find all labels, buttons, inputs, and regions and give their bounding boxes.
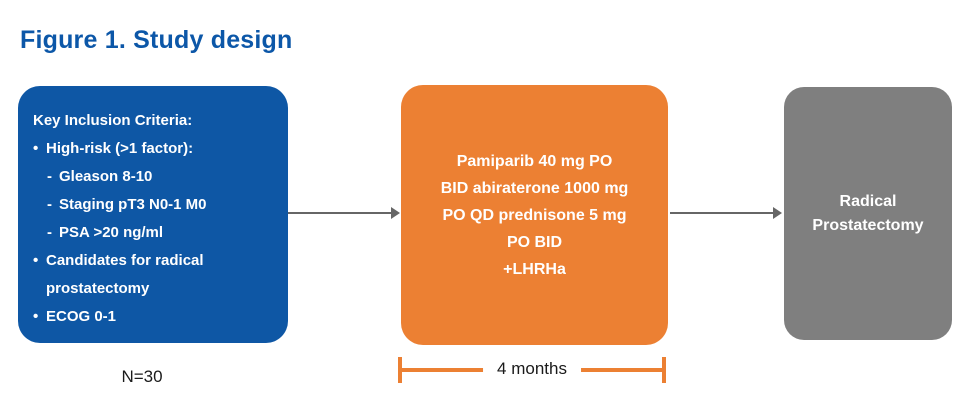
dash-marker: - xyxy=(47,168,52,185)
dash-marker: - xyxy=(47,196,52,213)
inclusion-criteria-header: Key Inclusion Criteria: xyxy=(33,112,193,129)
treatment-line: PO BID xyxy=(506,233,563,251)
inclusion-criteria-list: • High-risk (>1 factor): - Gleason 8-10 … xyxy=(33,135,278,331)
criteria-text: High-risk (>1 factor): xyxy=(46,140,194,157)
arrow-head-icon xyxy=(773,207,782,219)
criteria-text: Candidates for radical prostatectomy xyxy=(46,252,204,297)
criteria-subitem: - Staging pT3 N0-1 M0 xyxy=(33,191,278,219)
arrow-shaft xyxy=(670,212,774,214)
duration-label: 4 months xyxy=(483,359,581,380)
criteria-text: ECOG 0-1 xyxy=(46,308,117,325)
sample-size-label: N=30 xyxy=(121,367,163,386)
treatment-box: Pamiparib 40 mg PO BID abiraterone 1000 … xyxy=(401,85,668,345)
outcome-box: Radical Prostatectomy xyxy=(784,87,952,340)
bullet-marker: • xyxy=(33,140,39,157)
outcome-label: Radical Prostatectomy xyxy=(812,192,924,234)
bracket-right-cap xyxy=(662,357,666,383)
bullet-marker: • xyxy=(33,252,39,269)
treatment-line: PO QD prednisone 5 mg xyxy=(442,206,627,224)
criteria-item: • High-risk (>1 factor): xyxy=(33,135,278,163)
treatment-line: +LHRHa xyxy=(503,260,566,278)
criteria-text: Gleason 8-10 xyxy=(59,168,153,185)
bracket-left-cap xyxy=(398,357,402,383)
criteria-subitem: - PSA >20 ng/ml xyxy=(33,219,278,247)
arrow-inclusion-to-treatment xyxy=(288,206,400,220)
treatment-line: BID abiraterone 1000 mg xyxy=(440,179,629,197)
inclusion-criteria-box: Key Inclusion Criteria: • High-risk (>1 … xyxy=(18,86,288,343)
treatment-line: Pamiparib 40 mg PO xyxy=(456,152,613,170)
bullet-marker: • xyxy=(33,308,39,325)
arrow-shaft xyxy=(288,212,392,214)
arrow-treatment-to-surgery xyxy=(670,206,782,220)
figure-title: Figure 1. Study design xyxy=(20,26,293,54)
arrow-head-icon xyxy=(391,207,400,219)
criteria-item: • Candidates for radical prostatectomy xyxy=(33,247,278,303)
criteria-text: PSA >20 ng/ml xyxy=(59,224,164,241)
criteria-subitem: - Gleason 8-10 xyxy=(33,163,278,191)
criteria-text: Staging pT3 N0-1 M0 xyxy=(59,196,207,213)
dash-marker: - xyxy=(47,224,52,241)
duration-bracket: 4 months xyxy=(398,357,666,383)
criteria-item: • ECOG 0-1 xyxy=(33,303,278,331)
